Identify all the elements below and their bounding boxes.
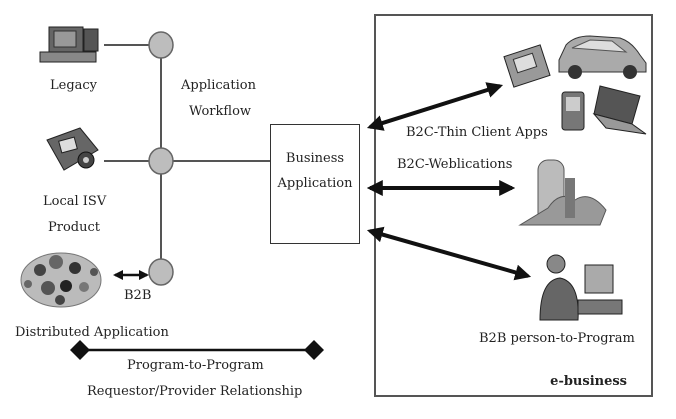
legacy-label: Legacy xyxy=(50,78,98,93)
ebusiness-title: e-business xyxy=(550,374,627,389)
distributed-network-icon xyxy=(20,252,102,308)
left-diamond xyxy=(70,340,90,360)
business-app-line1: Business xyxy=(285,151,345,166)
car-icon xyxy=(558,35,647,79)
person-computer-icon xyxy=(539,254,623,321)
b2c-thin-client-label: B2C-Thin Client Apps xyxy=(406,125,548,140)
b2b-label: B2B xyxy=(124,288,152,303)
thin-client-arrow xyxy=(366,82,504,131)
isv-product-icon xyxy=(46,127,99,171)
program-to-program-label: Program-to-Program xyxy=(127,358,264,373)
b2b-node xyxy=(148,258,174,286)
kiosk-icon xyxy=(518,159,607,226)
local-isv-line1: Local ISV xyxy=(43,194,107,209)
requestor-provider-label: Requestor/Provider Relationship xyxy=(87,384,303,399)
pda-icon xyxy=(503,44,585,131)
local-isv-line2: Product xyxy=(48,220,100,235)
business-application-box: Business Application xyxy=(270,124,360,244)
distributed-application-label: Distributed Application xyxy=(15,325,169,340)
laptop-icon xyxy=(592,85,647,135)
isv-node xyxy=(148,147,174,175)
b2c-weblications-label: B2C-Weblications xyxy=(397,157,513,172)
app-workflow-line1: Application xyxy=(181,78,256,93)
business-app-line2: Application xyxy=(277,176,353,191)
right-diamond xyxy=(304,340,324,360)
b2b-person-arrow xyxy=(366,226,532,281)
b2b-person-to-program-label: B2B person-to-Program xyxy=(479,331,635,346)
app-workflow-line2: Workflow xyxy=(189,104,252,119)
legacy-terminal-icon xyxy=(39,26,99,63)
legacy-node xyxy=(148,31,174,59)
